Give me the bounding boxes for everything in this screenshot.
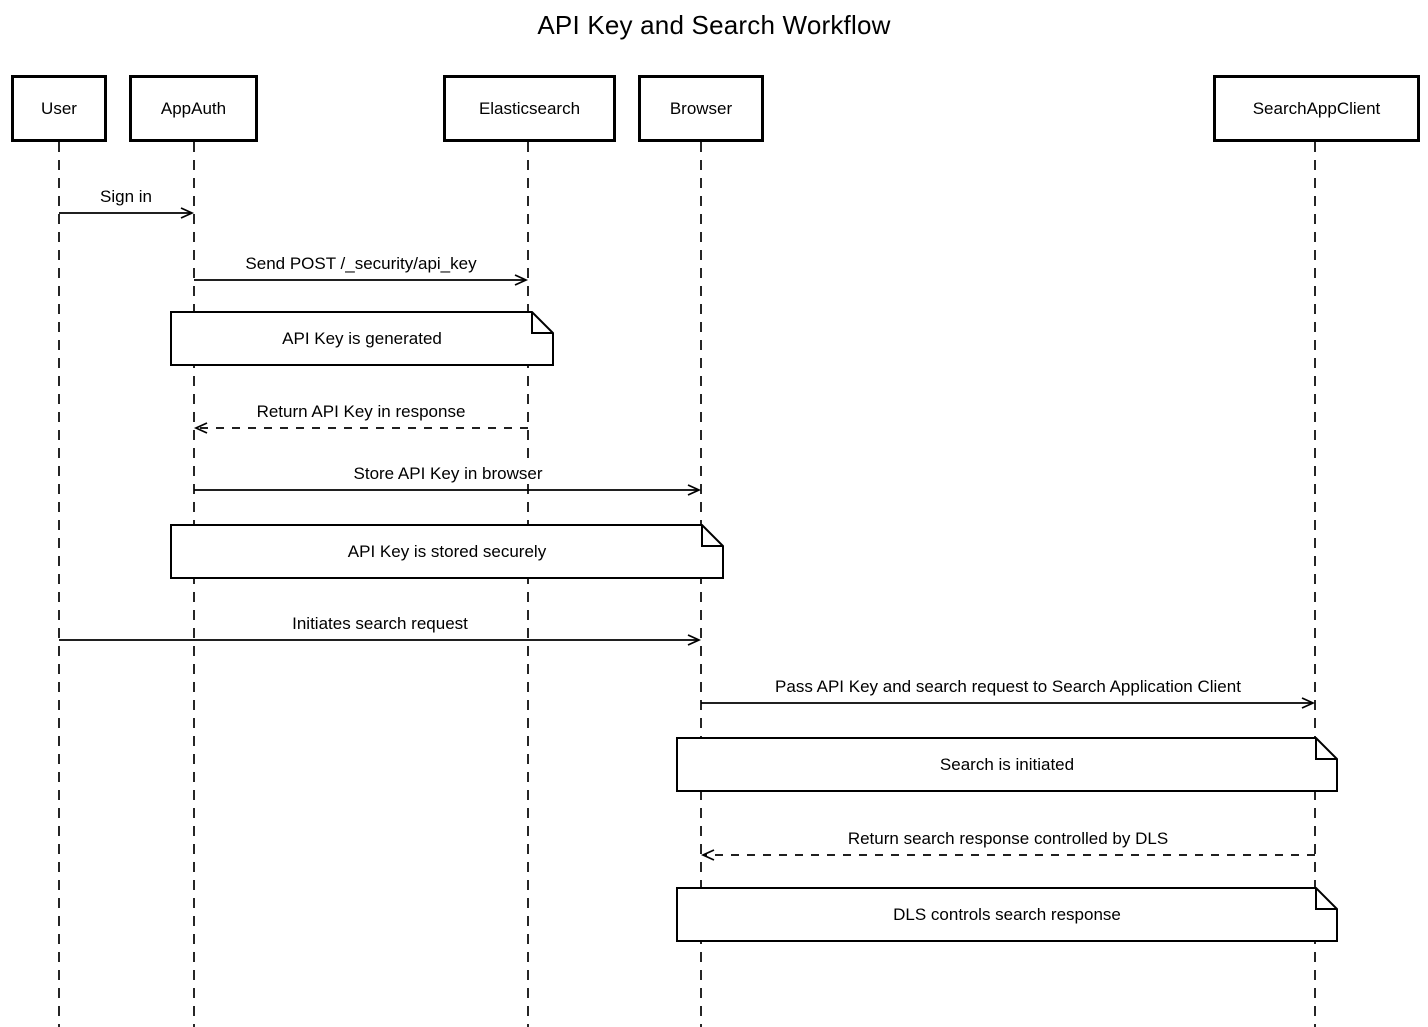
note-shape-2 bbox=[676, 737, 1338, 792]
participant-elasticsearch: Elasticsearch bbox=[443, 75, 616, 142]
note-shape-3 bbox=[676, 887, 1338, 942]
participant-appauth: AppAuth bbox=[129, 75, 258, 142]
note-fold-1 bbox=[701, 525, 723, 547]
diagram-title: API Key and Search Workflow bbox=[537, 10, 891, 40]
note-shape-0 bbox=[170, 311, 554, 366]
participant-elasticsearch-label: Elasticsearch bbox=[478, 98, 581, 118]
participant-browser: Browser bbox=[638, 75, 764, 142]
note-label-api-key-stored: API Key is stored securely bbox=[347, 542, 547, 561]
participant-searchappclient-label: SearchAppClient bbox=[1252, 98, 1381, 118]
message-label-initiates-search: Initiates search request bbox=[287, 614, 473, 634]
note-fold-0 bbox=[531, 312, 553, 334]
message-label-sign-in: Sign in bbox=[95, 187, 157, 207]
note-fold-3 bbox=[1315, 888, 1337, 910]
message-label-store-api-key: Store API Key in browser bbox=[348, 464, 548, 484]
message-label-pass-api-key: Pass API Key and search request to Searc… bbox=[770, 677, 1246, 697]
note-label-dls-controls: DLS controls search response bbox=[893, 905, 1121, 924]
message-label-return-search: Return search response controlled by DLS bbox=[842, 829, 1174, 849]
note-label-search-initiated: Search is initiated bbox=[939, 755, 1075, 774]
note-label-api-key-generated: API Key is generated bbox=[282, 329, 442, 348]
participant-searchappclient: SearchAppClient bbox=[1213, 75, 1420, 142]
message-label-send-post: Send POST /_security/api_key bbox=[240, 254, 482, 274]
participant-user: User bbox=[11, 75, 107, 142]
note-shape-1 bbox=[170, 524, 724, 579]
participant-user-label: User bbox=[41, 98, 77, 118]
note-fold-2 bbox=[1315, 738, 1337, 760]
message-label-return-api-key: Return API Key in response bbox=[251, 402, 471, 422]
participant-appauth-label: AppAuth bbox=[160, 98, 227, 118]
participant-browser-label: Browser bbox=[669, 98, 733, 118]
